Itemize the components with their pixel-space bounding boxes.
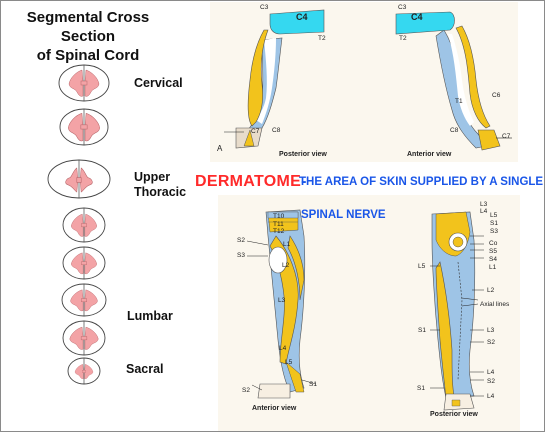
- arm-post-label-c3: C3: [260, 4, 269, 11]
- arm-posterior-view-label: Posterior view: [279, 151, 327, 158]
- leg-ant-label-t11: T11: [273, 221, 284, 228]
- level-lumbar: Lumbar: [127, 309, 173, 323]
- arm-ant-label-c7: C7: [502, 133, 511, 140]
- arm-ant-label-c6: C6: [492, 92, 501, 99]
- leg-ant-label-t10: T10: [273, 213, 285, 220]
- arm-ant-label-c8: C8: [450, 127, 459, 134]
- leg-posterior-view-label: Posterior view: [430, 411, 478, 418]
- leg-post-label-l4: L4: [480, 208, 488, 215]
- leg-post-label-l4-foot: L4: [487, 393, 495, 400]
- leg-post-label-l5: L5: [490, 212, 498, 219]
- level-sacral: Sacral: [126, 362, 164, 376]
- leg-post-label-l5-thigh: L5: [418, 263, 426, 270]
- leg-ant-label-l4: L4: [279, 345, 287, 352]
- leg-post-label-l1: L1: [489, 264, 497, 271]
- leg-post-label-l2: L2: [487, 287, 495, 294]
- dermatome-definition-line1: THE AREA OF SKIN SUPPLIED BY A SINGLE: [299, 176, 544, 188]
- leg-post-label-s3: S3: [490, 228, 498, 235]
- leg-post-label-l3-calf: L3: [487, 327, 495, 334]
- arm-post-label-c4: C4: [296, 12, 308, 22]
- cord-title: Segmental Cross Section of Spinal Cord: [8, 8, 168, 65]
- leg-post-label-s5: S5: [489, 248, 497, 255]
- arm-ant-label-c3: C3: [398, 4, 407, 11]
- level-cervical: Cervical: [134, 76, 183, 90]
- leg-post-label-co: Co: [489, 240, 498, 247]
- leg-post-label-s4: S4: [489, 256, 497, 263]
- leg-ant-label-l5: L5: [285, 359, 293, 366]
- leg-post-label-axial-lines: Axial lines: [480, 301, 510, 308]
- leg-ant-label-t12: T12: [273, 228, 285, 235]
- leg-post-label-l3: L3: [480, 201, 488, 208]
- arm-anterior-view-label: Anterior view: [407, 151, 452, 158]
- leg-post-label-s1: S1: [490, 220, 498, 227]
- leg-post-label-s1-foot: S1: [417, 385, 425, 392]
- leg-ant-label-s2: S2: [237, 237, 245, 244]
- dermatome-dash: -: [301, 173, 307, 190]
- dermatome-word: DERMATOME: [195, 173, 302, 190]
- leg-ant-label-s2-foot: S2: [242, 387, 250, 394]
- arm-post-label-a: A: [217, 144, 223, 153]
- leg-ant-label-l1: L1: [283, 241, 291, 248]
- arm-ant-label-t2: T2: [399, 35, 407, 42]
- arm-post-label-c7: C7: [251, 128, 260, 135]
- arm-post-label-c8: C8: [272, 127, 281, 134]
- leg-ant-label-l3: L3: [278, 297, 286, 304]
- cord-title-line1: Segmental Cross Section: [26, 9, 150, 45]
- cord-title-line2: of Spinal Cord: [36, 47, 140, 64]
- leg-post-label-l4-calf: L4: [487, 369, 495, 376]
- dermatome-heading: DERMATOME-: [195, 173, 307, 191]
- leg-post-label-s2: S2: [487, 339, 495, 346]
- arm-post-label-t2: T2: [318, 35, 326, 42]
- level-upper-thoracic-line2: Thoracic: [134, 185, 187, 199]
- leg-anterior-view-label: Anterior view: [252, 405, 297, 412]
- leg-ant-label-s1: S1: [309, 381, 317, 388]
- arm-ant-label-t1: T1: [455, 98, 463, 105]
- leg-post-label-s2-foot: S2: [487, 378, 495, 385]
- leg-ant-label-l2: L2: [282, 262, 290, 269]
- leg-post-label-s1-thigh: S1: [418, 327, 426, 334]
- level-upper-thoracic-line1: Upper: [134, 170, 171, 184]
- leg-ant-label-s3: S3: [237, 252, 245, 259]
- arm-ant-label-c4: C4: [411, 12, 423, 22]
- dermatome-definition-line2: SPINAL NERVE: [301, 209, 386, 221]
